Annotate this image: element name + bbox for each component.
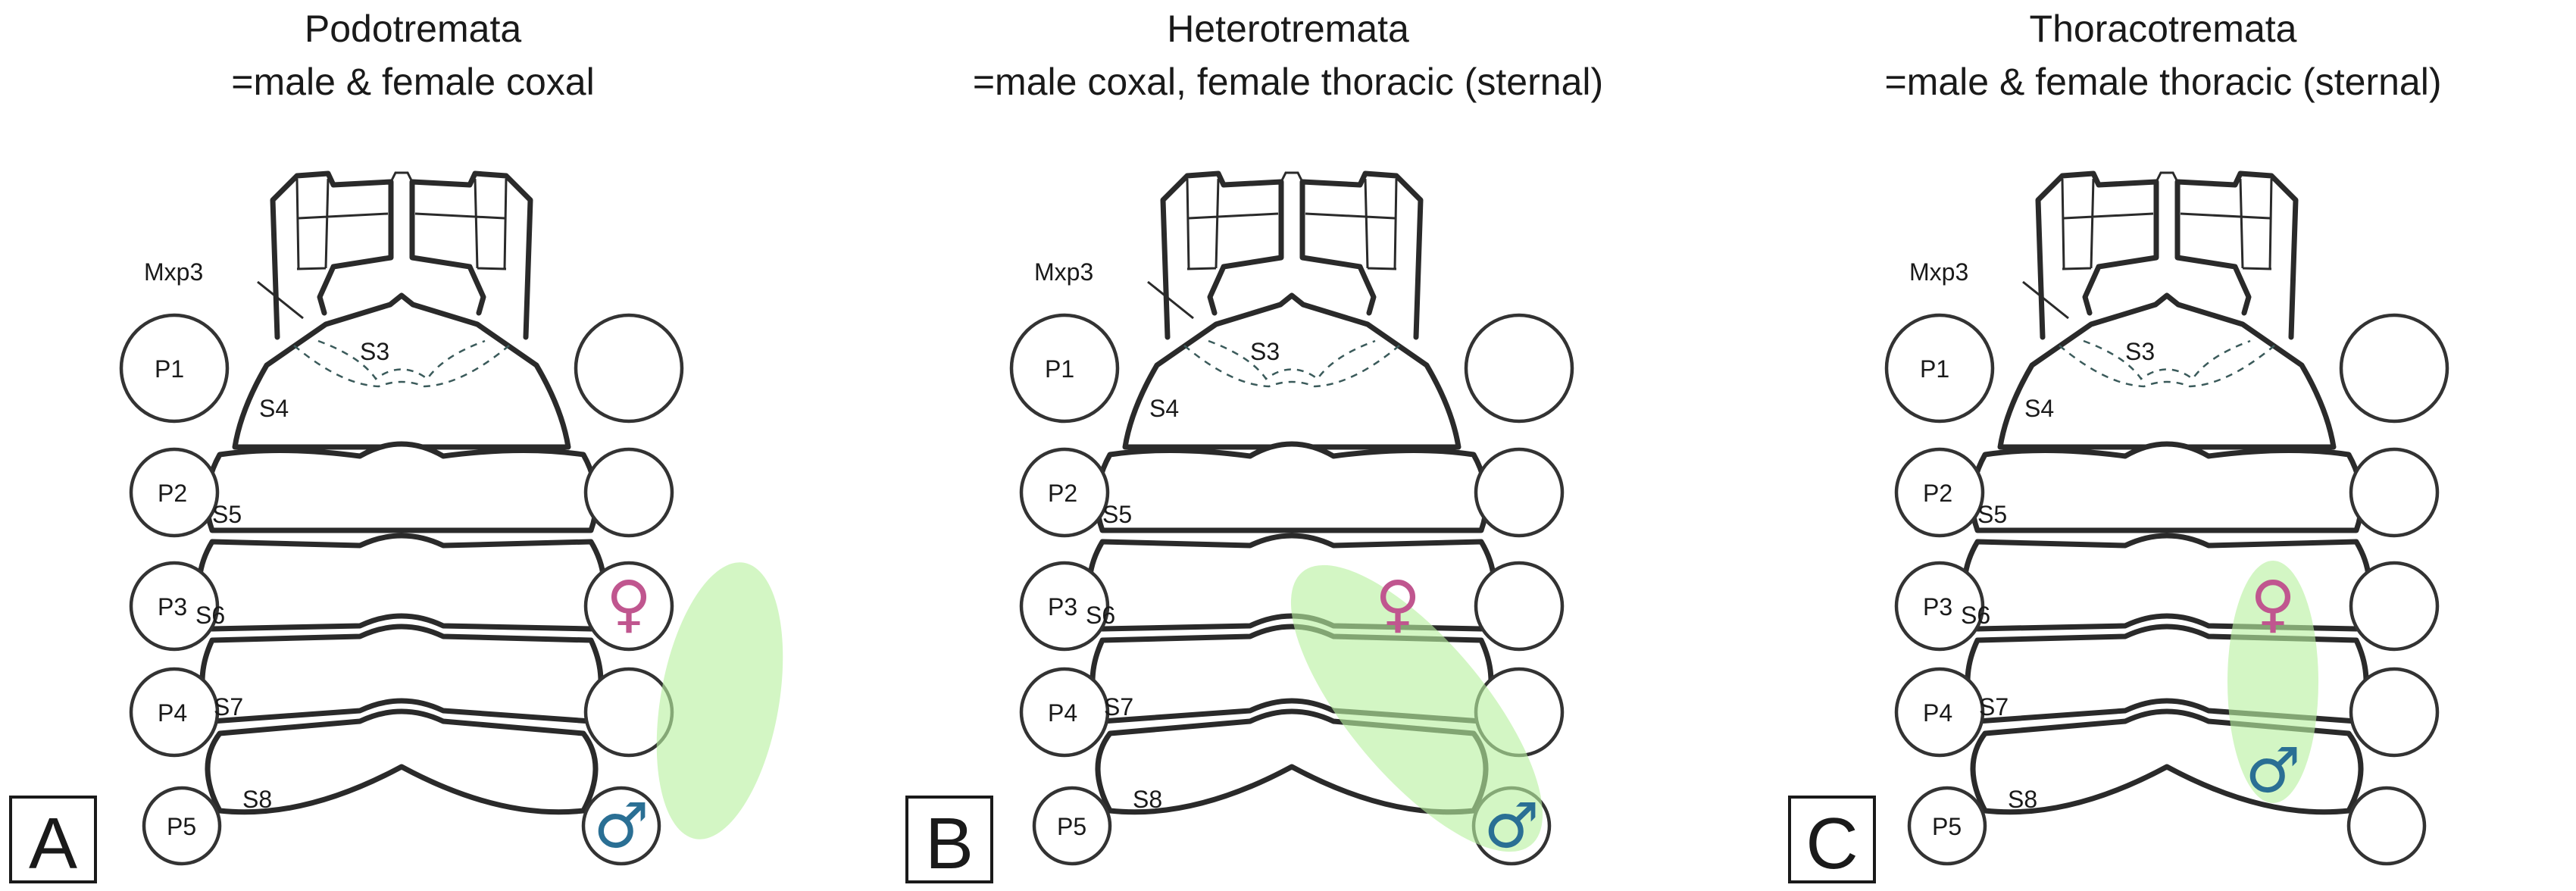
panel-letter: B <box>925 803 974 884</box>
sternite-label-s3: S3 <box>360 338 389 365</box>
sternite-label-s6: S6 <box>1961 602 1990 629</box>
panel-subtitle: =male & female thoracic (sternal) <box>1884 61 2441 103</box>
sternite-label-s6: S6 <box>1086 602 1115 629</box>
leg-label-p5: P5 <box>1057 813 1086 840</box>
gonopore-highlight <box>656 562 783 839</box>
panel-letter-box <box>9 796 97 883</box>
panel-a: Podotremata =male & female coxal Mxp3 P1… <box>9 8 783 884</box>
leg-label-p5: P5 <box>167 813 196 840</box>
sternite-label-s5: S5 <box>1102 501 1132 528</box>
panel-title: Heterotremata <box>1167 8 1409 50</box>
panel-letter: A <box>29 803 77 884</box>
leg-label-p3: P3 <box>1923 593 1952 621</box>
male-symbol: ♂ <box>593 790 649 862</box>
leg-label-p1: P1 <box>155 355 184 383</box>
panel-letter-box <box>1788 796 1876 883</box>
leg-label-p2: P2 <box>1923 480 1952 507</box>
sternite-label-s7: S7 <box>1104 693 1133 721</box>
panel-subtitle: =male coxal, female thoracic (sternal) <box>973 61 1603 103</box>
sternite-label-s6: S6 <box>195 602 225 629</box>
panel-letter-box <box>905 796 993 883</box>
leg-label-p4: P4 <box>158 699 187 727</box>
male-symbol: ♂ <box>1483 790 1540 862</box>
sternite-label-s3: S3 <box>1250 338 1280 365</box>
leg-label-p4: P4 <box>1048 699 1077 727</box>
sternite-label-s4: S4 <box>259 395 289 422</box>
female-symbol: ♀ <box>1375 568 1421 640</box>
panel-title: Thoracotremata <box>2030 8 2297 50</box>
male-symbol: ♂ <box>2245 735 2301 807</box>
panel-c: Thoracotremata =male & female thoracic (… <box>1788 8 2447 884</box>
female-symbol: ♀ <box>606 568 652 640</box>
sternite-label-s5: S5 <box>1977 501 2007 528</box>
sternite-label-s4: S4 <box>2024 395 2054 422</box>
sternite-label-s8: S8 <box>1133 786 1162 813</box>
mxp3-label: Mxp3 <box>1034 258 1093 286</box>
sternite-label-s7: S7 <box>1979 693 2009 721</box>
sternite-label-s5: S5 <box>212 501 242 528</box>
leg-label-p4: P4 <box>1923 699 1952 727</box>
leg-label-p3: P3 <box>1048 593 1077 621</box>
leg-label-p2: P2 <box>1048 480 1077 507</box>
mxp3-label: Mxp3 <box>144 258 203 286</box>
panel-b: Heterotremata =male coxal, female thorac… <box>905 8 1603 884</box>
sternite-label-s8: S8 <box>2008 786 2037 813</box>
mxp3-label: Mxp3 <box>1909 258 1968 286</box>
sternite-label-s8: S8 <box>242 786 272 813</box>
leg-label-p5: P5 <box>1932 813 1962 840</box>
panel-subtitle: =male & female coxal <box>231 61 594 103</box>
sternite-label-s3: S3 <box>2125 338 2155 365</box>
panel-title: Podotremata <box>305 8 521 50</box>
crab-sternum-outline <box>121 173 682 864</box>
leg-label-p1: P1 <box>1920 355 1949 383</box>
female-symbol: ♀ <box>2250 568 2296 640</box>
sternite-label-s7: S7 <box>214 693 243 721</box>
gonopore-highlight <box>2227 561 2318 803</box>
leg-label-p1: P1 <box>1045 355 1074 383</box>
sternite-label-s4: S4 <box>1149 395 1179 422</box>
leg-label-p3: P3 <box>158 593 187 621</box>
panel-letter: C <box>1805 803 1858 884</box>
leg-label-p2: P2 <box>158 480 187 507</box>
crab-sternum-outline <box>1887 173 2447 864</box>
gonopore-highlight <box>1290 564 1543 852</box>
